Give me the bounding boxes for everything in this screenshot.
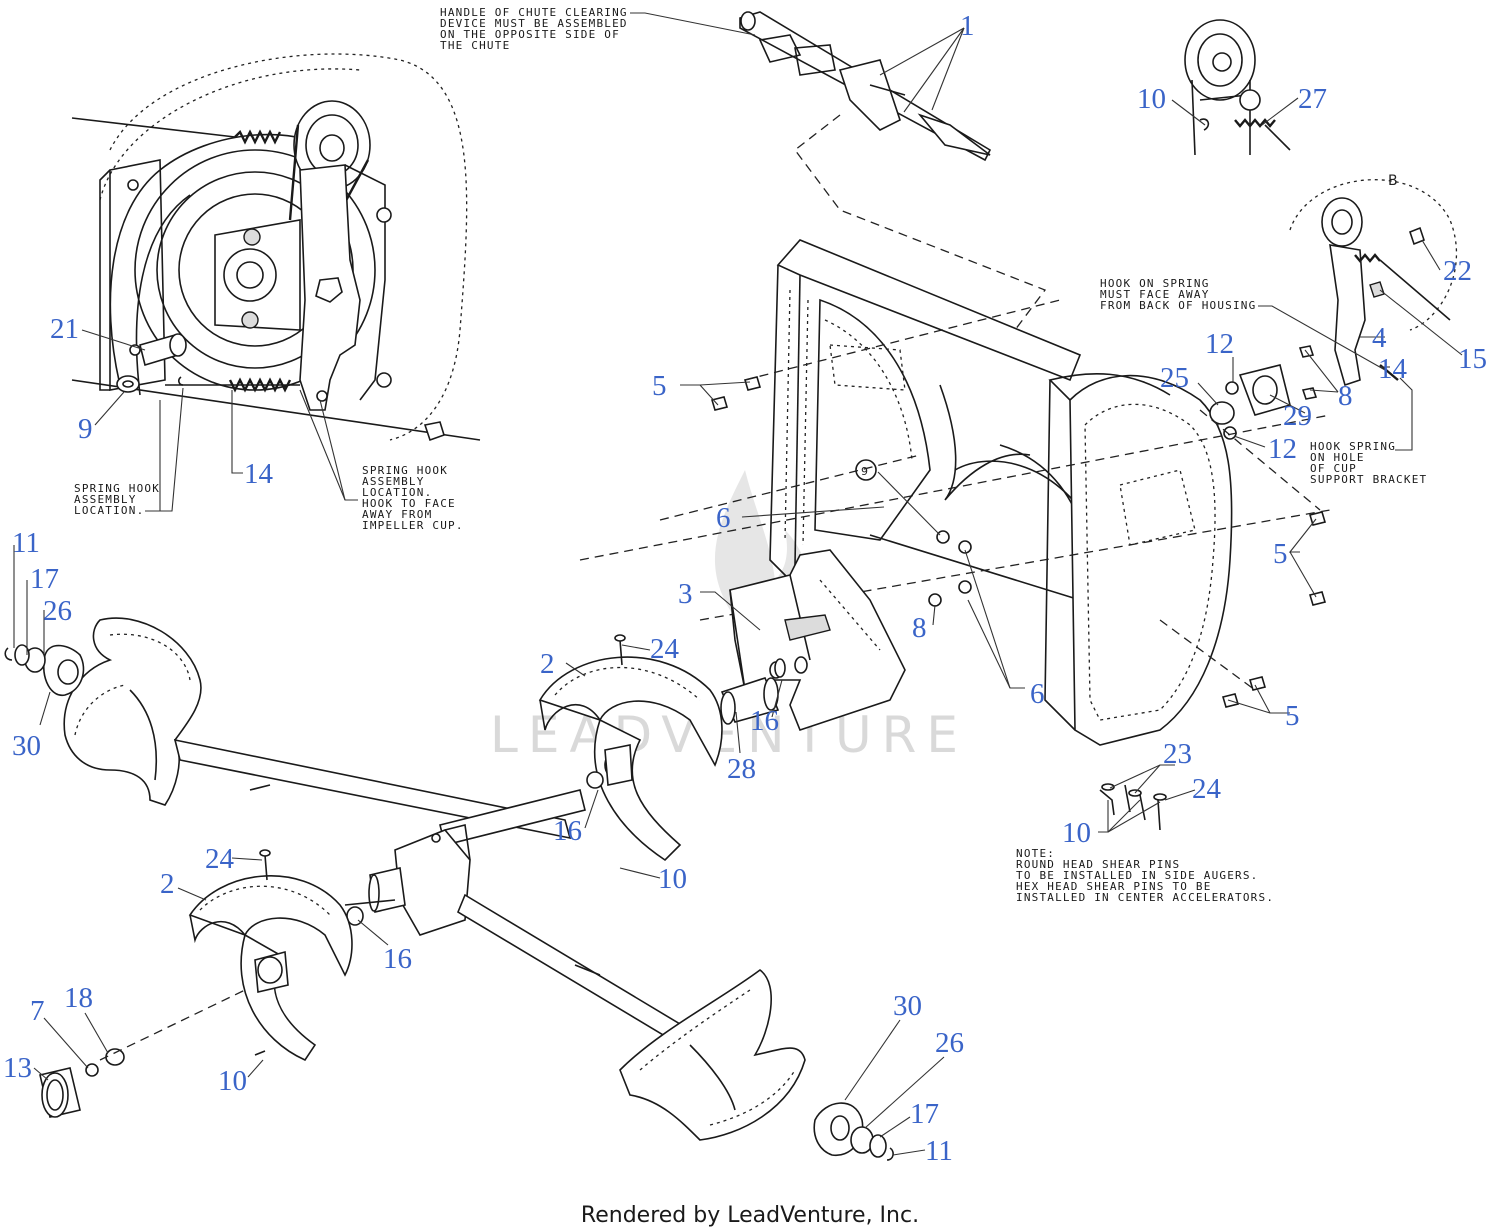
callout-number: 28 <box>727 753 756 785</box>
callout-number: 14 <box>1378 353 1408 385</box>
callout-number: 10 <box>1137 83 1166 115</box>
note-line: DEVICE MUST BE ASSEMBLED <box>440 17 628 30</box>
callout-number: 18 <box>64 982 93 1014</box>
note-line: FROM BACK OF HOUSING <box>1100 299 1256 312</box>
note-spring-hook-right: SPRING HOOK ASSEMBLY LOCATION. HOOK TO F… <box>299 389 464 532</box>
note-line: LOCATION. <box>74 504 144 517</box>
callout-number: 2 <box>160 868 175 900</box>
callout-number: 22 <box>1443 255 1472 287</box>
note-line: SPRING HOOK <box>74 482 160 495</box>
callout-number: 11 <box>925 1135 953 1167</box>
callout-number: 4 <box>1372 322 1387 354</box>
callout-number: 7 <box>30 995 45 1027</box>
callout-number: 2 <box>540 648 555 680</box>
note-line: ASSEMBLY <box>74 493 137 506</box>
spring-detail-view <box>1184 19 1291 156</box>
lower-left-hardware <box>39 989 246 1118</box>
housing-inline-callout: 9 <box>861 465 868 478</box>
callout-number: 1 <box>960 10 975 42</box>
callout-leaders <box>13 97 1463 1156</box>
note-line: OF CUP <box>1310 462 1357 475</box>
callout-number: 6 <box>1030 678 1045 710</box>
note-line: HEX HEAD SHEAR PINS TO BE <box>1016 880 1212 893</box>
callout-number: 9 <box>78 413 93 445</box>
note-line: TO BE INSTALLED IN SIDE AUGERS. <box>1016 869 1259 882</box>
auger-left <box>4 617 572 840</box>
accelerator-top <box>538 634 723 862</box>
note-line: ON THE OPPOSITE SIDE OF <box>440 28 620 41</box>
callout-number: 21 <box>50 313 79 345</box>
note-line: SPRING HOOK <box>362 464 448 477</box>
callout-number: 11 <box>12 527 40 559</box>
note-line: ROUND HEAD SHEAR PINS <box>1016 858 1180 871</box>
note-line: THE CHUTE <box>440 39 510 52</box>
callout-number: 26 <box>935 1027 964 1059</box>
note-line: HOOK SPRING <box>1310 440 1396 453</box>
callout-number: 5 <box>1285 700 1300 732</box>
pulley-detail-view <box>71 53 481 442</box>
callout-number: 10 <box>218 1065 247 1097</box>
callout-number: 3 <box>678 578 693 610</box>
callout-number: 8 <box>1338 380 1353 412</box>
note-line: LOCATION. <box>362 486 432 499</box>
callout-number: 8 <box>912 612 927 644</box>
note-line: NOTE: <box>1016 847 1055 860</box>
callout-number: 29 <box>1283 400 1312 432</box>
callout-number: 24 <box>205 843 235 875</box>
note-chute-handle: HANDLE OF CHUTE CLEARING DEVICE MUST BE … <box>440 6 756 52</box>
callout-number: 23 <box>1163 738 1192 770</box>
note-line: IMPELLER CUP. <box>362 519 464 532</box>
callout-number: 10 <box>1062 817 1091 849</box>
callout-numbers: 1 10 27 22 15 4 14 8 29 12 25 12 5 5 5 6… <box>3 10 1487 1167</box>
note-line: HOOK TO FACE <box>362 497 456 510</box>
note-line: MUST FACE AWAY <box>1100 288 1210 301</box>
note-line: HOOK ON SPRING <box>1100 277 1210 290</box>
callout-number: 15 <box>1458 343 1487 375</box>
note-line: INSTALLED IN CENTER ACCELERATORS. <box>1016 891 1274 904</box>
callout-number: 14 <box>244 458 274 490</box>
callout-number: 27 <box>1298 83 1327 115</box>
detail-b-view: B <box>1289 173 1458 387</box>
callout-number: 5 <box>1273 538 1288 570</box>
callout-number: 30 <box>12 730 41 762</box>
note-line: SUPPORT BRACKET <box>1310 473 1427 486</box>
callout-number: 24 <box>650 633 680 665</box>
chute-clearing-tool <box>739 11 1047 351</box>
note-line: HANDLE OF CHUTE CLEARING <box>440 6 628 19</box>
callout-number: 12 <box>1205 328 1234 360</box>
note-shear-pins: NOTE: ROUND HEAD SHEAR PINS TO BE INSTAL… <box>1016 847 1274 904</box>
callout-number: 17 <box>910 1098 939 1130</box>
callout-number: 13 <box>3 1052 32 1084</box>
callout-number: 25 <box>1160 362 1189 394</box>
callout-number: 24 <box>1192 773 1222 805</box>
impeller <box>720 549 906 731</box>
credit-text: Rendered by LeadVenture, Inc. <box>581 1203 919 1228</box>
shear-pin-hardware <box>1099 783 1167 831</box>
callout-number: 16 <box>553 815 582 847</box>
callout-number: 30 <box>893 990 922 1022</box>
callout-number: 5 <box>652 370 667 402</box>
callout-number: 16 <box>750 705 779 737</box>
note-hook-face: HOOK ON SPRING MUST FACE AWAY FROM BACK … <box>1100 277 1386 371</box>
callout-number: 10 <box>658 863 687 895</box>
note-line: AWAY FROM <box>362 508 432 521</box>
detail-b-label: B <box>1388 173 1398 189</box>
callout-number: 16 <box>383 943 412 975</box>
callout-number: 12 <box>1268 433 1297 465</box>
callout-number: 17 <box>30 563 59 595</box>
note-hook-hole: HOOK SPRING ON HOLE OF CUP SUPPORT BRACK… <box>1310 377 1427 486</box>
watermark-flame-icon <box>714 470 812 690</box>
note-line: ASSEMBLY <box>362 475 425 488</box>
auger-right <box>619 968 894 1161</box>
accelerator-bottom <box>188 849 353 1062</box>
auger-housing: 9 <box>579 239 1331 746</box>
note-line: ON HOLE <box>1310 451 1365 464</box>
callout-number: 6 <box>716 502 731 534</box>
callout-number: 26 <box>43 595 72 627</box>
note-spring-hook-left: SPRING HOOK ASSEMBLY LOCATION. <box>74 387 184 517</box>
